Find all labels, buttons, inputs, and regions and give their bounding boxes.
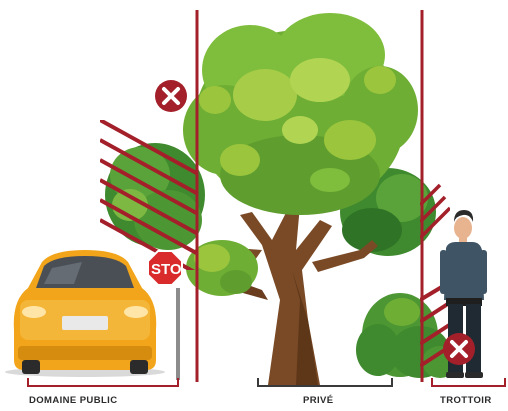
x-circle-icon bbox=[443, 333, 475, 365]
stop-sign-text: STO bbox=[151, 261, 182, 278]
x-circle-icon bbox=[155, 80, 187, 112]
label-prive: PRIVÉ bbox=[303, 395, 334, 406]
bracket-trottoir bbox=[432, 378, 505, 386]
car bbox=[5, 250, 165, 377]
label-trottoir: TROTTOIR bbox=[440, 395, 492, 406]
label-domaine-public: DOMAINE PUBLIC bbox=[29, 395, 117, 406]
bracket-domaine-public bbox=[28, 378, 178, 386]
left-canopy-lobe bbox=[105, 143, 205, 250]
